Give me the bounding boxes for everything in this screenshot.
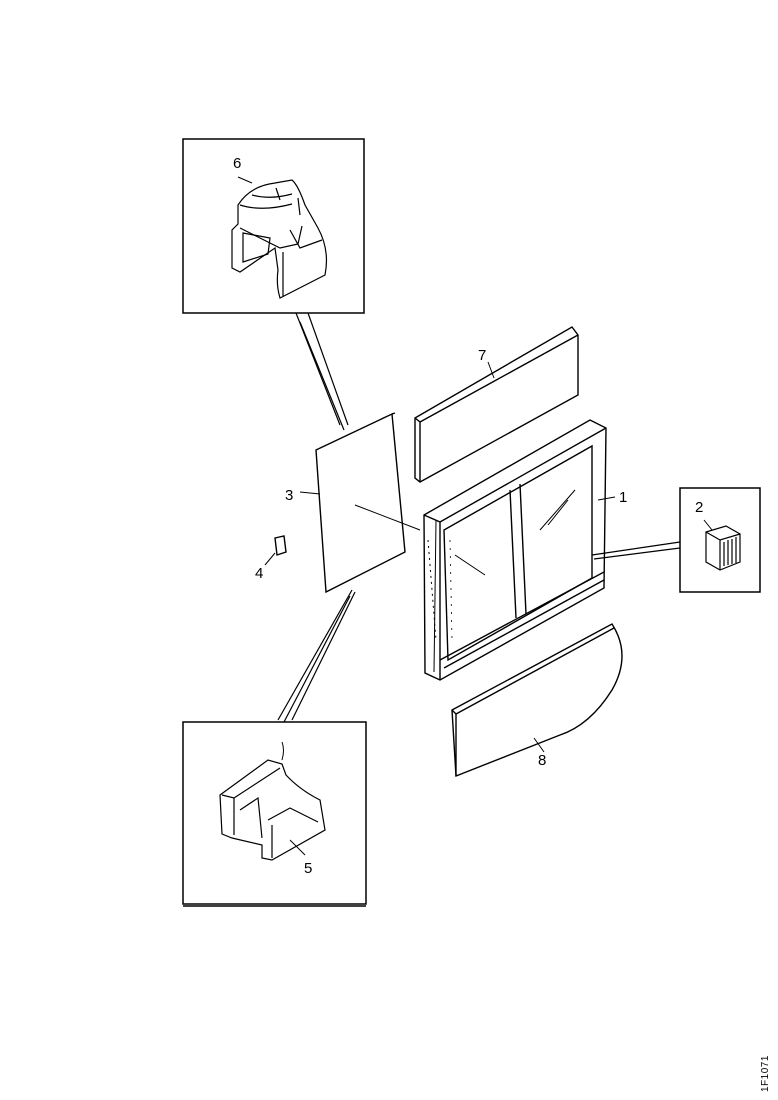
- callout-7: 7: [478, 347, 486, 364]
- bumper-part-2: [703, 519, 741, 571]
- clip-part-4: 4: [255, 535, 287, 582]
- glass-panel-part-3: 3: [285, 412, 421, 594]
- figure-code: 1F1071: [760, 1055, 771, 1092]
- connector-lines-right: [591, 541, 681, 560]
- callout-2: 2: [695, 499, 703, 516]
- detail-box-2: 2: [679, 487, 761, 593]
- callout-4: 4: [255, 565, 263, 582]
- callout-1: 1: [619, 489, 627, 506]
- detail-box-6: 6: [182, 138, 365, 314]
- door-frame-part-1: 1: [423, 419, 627, 681]
- connector-lines-bottom: [277, 589, 356, 723]
- callout-6: 6: [233, 155, 241, 172]
- glass-strip-part-7: 7: [414, 326, 579, 483]
- leader-line-6: [237, 176, 253, 184]
- callout-5: 5: [304, 860, 312, 877]
- glass-curved-part-8: 8: [451, 623, 623, 778]
- connector-lines-top: [295, 312, 349, 431]
- callout-8: 8: [538, 752, 546, 769]
- bracket-clip-part-6: [231, 179, 328, 299]
- callout-3: 3: [285, 487, 293, 504]
- detail-box-5: 5: [182, 721, 367, 907]
- bracket-clip-part-5: [219, 741, 326, 861]
